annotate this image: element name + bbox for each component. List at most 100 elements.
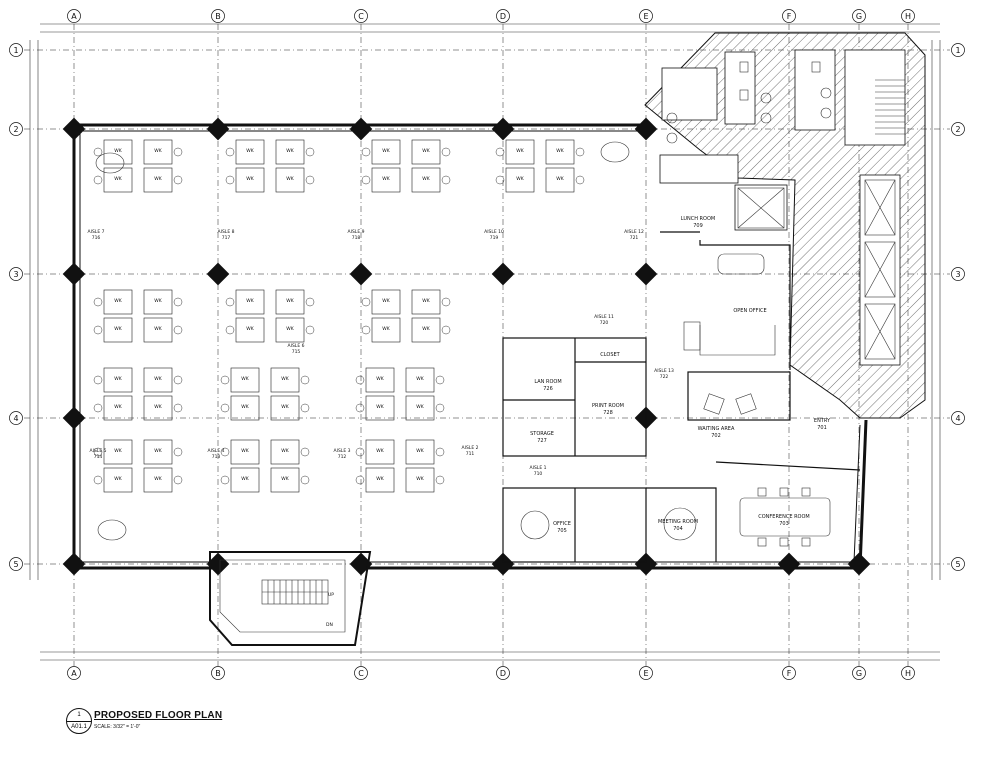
aisle-10-number: 719	[490, 235, 499, 241]
grid-bubble-C-top: C	[354, 9, 368, 23]
svg-text:H: H	[905, 669, 911, 678]
grid-bubble-4-left: 4	[9, 411, 23, 425]
desk-chair	[361, 297, 371, 307]
workstation-label: WK	[114, 176, 122, 182]
workstation-label: WK	[422, 148, 430, 154]
workstation-label: WK	[382, 176, 390, 182]
desk-chair	[220, 375, 230, 385]
aisle-6-number: 715	[292, 349, 301, 355]
lower-stair	[209, 551, 372, 646]
print-room-label: PRINT ROOM	[592, 403, 624, 409]
desk-chair	[305, 175, 315, 185]
svg-text:C: C	[358, 669, 364, 678]
workstation-label: WK	[246, 326, 254, 332]
desk-chair	[441, 297, 451, 307]
desk-chair	[300, 403, 310, 413]
desk-chair	[225, 147, 235, 157]
aisle-1-label: AISLE 1	[530, 465, 547, 471]
desk-chair	[435, 447, 445, 457]
desk-chair	[355, 375, 365, 385]
detail-number: 1	[67, 709, 91, 722]
workstation-label: WK	[241, 476, 249, 482]
grid-bubble-B-top: B	[211, 9, 225, 23]
grid-bubble-E-top: E	[639, 9, 653, 23]
svg-text:G: G	[856, 669, 862, 678]
lower-stair-treads	[267, 580, 323, 604]
svg-text:5: 5	[13, 560, 18, 569]
svg-text:H: H	[905, 12, 911, 21]
workstation-label: WK	[246, 176, 254, 182]
desk-chair	[173, 297, 183, 307]
svg-text:E: E	[643, 12, 648, 21]
desk-chair	[93, 175, 103, 185]
entry-number: 701	[817, 425, 827, 431]
workstation-label: WK	[286, 148, 294, 154]
desk-chair	[361, 325, 371, 335]
aisle-8-label: AISLE 8	[218, 229, 235, 235]
workstation-label: WK	[286, 176, 294, 182]
restroom-fixtures	[666, 61, 832, 144]
aisle-3-number: 712	[338, 454, 347, 460]
grid-bubble-5-right: 5	[951, 557, 965, 571]
grid-bubble-G-bottom: G	[852, 666, 866, 680]
closet-label: CLOSET	[600, 352, 620, 358]
desk-chair	[300, 447, 310, 457]
grid-bubble-F-bottom: F	[782, 666, 796, 680]
office-label: OFFICE	[553, 521, 571, 527]
workstation-label: WK	[416, 376, 424, 382]
desk-chair	[355, 403, 365, 413]
grid-bubble-B-bottom: B	[211, 666, 225, 680]
grid-bubble-3-right: 3	[951, 267, 965, 281]
waiting-area-number: 702	[711, 433, 721, 439]
aisle-10-label: AISLE 10	[484, 229, 504, 235]
workstation-label: WK	[382, 298, 390, 304]
workstation-label: WK	[376, 448, 384, 454]
desk-chair	[575, 175, 585, 185]
lunch-room-label: LUNCH ROOM	[681, 216, 715, 222]
svg-text:C: C	[358, 12, 364, 21]
workstation-label: WK	[246, 298, 254, 304]
desk-chair	[575, 147, 585, 157]
svg-text:B: B	[215, 12, 221, 21]
desk-chair	[355, 475, 365, 485]
aisle-4-number: 713	[212, 454, 221, 460]
svg-text:3: 3	[13, 270, 18, 279]
svg-text:4: 4	[955, 414, 960, 423]
dimension-lines	[29, 23, 941, 661]
sheet-number: A01.1	[71, 724, 87, 730]
workstation-label: WK	[154, 404, 162, 410]
workstation-label: WK	[416, 404, 424, 410]
core-stair-treads	[875, 79, 905, 135]
room-labels: LUNCH ROOM 709 OPEN OFFICE CLOSET LAN RO…	[530, 216, 831, 534]
workstation-label: WK	[114, 326, 122, 332]
desk-chair	[173, 325, 183, 335]
desk-chair	[361, 175, 371, 185]
grid-bubble-4-right: 4	[951, 411, 965, 425]
workstation-label: WK	[516, 176, 524, 182]
aisle-labels: AISLE 1 710 AISLE 2 711 AISLE 3 712 AISL…	[88, 229, 674, 477]
desk-chair	[173, 403, 183, 413]
lan-room-label: LAN ROOM	[534, 379, 561, 385]
grid-bubble-1-left: 1	[9, 43, 23, 57]
storage-label: STORAGE	[530, 431, 554, 437]
workstation-label: WK	[286, 298, 294, 304]
workstation-label: WK	[422, 176, 430, 182]
workstation-label: WK	[154, 448, 162, 454]
svg-text:4: 4	[13, 414, 18, 423]
grid-bubble-3-left: 3	[9, 267, 23, 281]
stair-up-label: UP	[328, 592, 334, 598]
aisle-5-number: 714	[94, 454, 103, 460]
desk-chair	[495, 175, 505, 185]
lunch-room-number: 709	[693, 223, 703, 229]
desk-chair	[225, 175, 235, 185]
svg-text:B: B	[215, 669, 221, 678]
workstation-label: WK	[114, 448, 122, 454]
